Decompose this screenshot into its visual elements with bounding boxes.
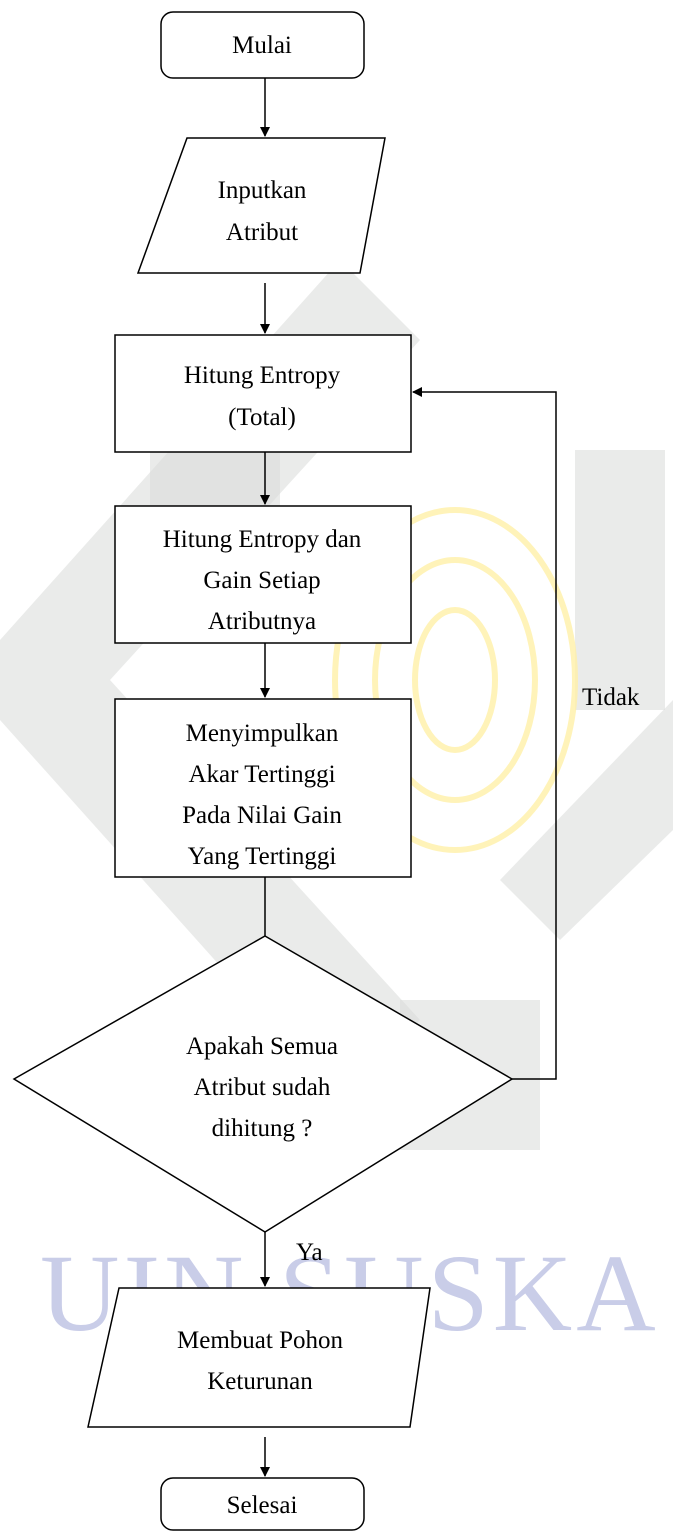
edge-label-tidak: Tidak — [582, 684, 640, 711]
node-entropy-gain-line-1: Hitung Entropy dan — [163, 526, 362, 553]
node-output-line-2: Keturunan — [207, 1368, 313, 1395]
node-conclude: Menyimpulkan Akar Tertinggi Pada Nilai G… — [114, 698, 412, 878]
node-start: Mulai — [160, 11, 365, 79]
node-input-line-2: Atribut — [226, 219, 298, 246]
node-end: Selesai — [160, 1477, 365, 1531]
node-decision: Apakah Semua Atribut sudah dihitung ? — [12, 935, 514, 1233]
edge-decision-no-loop — [412, 387, 557, 1080]
node-conclude-line-4: Yang Tertinggi — [188, 843, 337, 870]
node-conclude-line-2: Akar Tertinggi — [188, 761, 335, 788]
watermark-logo — [332, 507, 578, 853]
node-end-label: Selesai — [227, 1492, 298, 1519]
node-input-line-1: Inputkan — [218, 177, 307, 204]
node-input: Inputkan Atribut — [136, 137, 386, 274]
node-decision-line-1: Apakah Semua — [186, 1033, 338, 1060]
node-entropy-gain: Hitung Entropy dan Gain Setiap Atributny… — [114, 505, 412, 644]
edge-label-ya: Ya — [296, 1239, 323, 1266]
watermark-right-chevron — [500, 700, 673, 940]
node-conclude-line-3: Pada Nilai Gain — [182, 802, 342, 829]
node-output: Membuat Pohon Keturunan — [87, 1287, 431, 1428]
node-entropy-total-line-2: (Total) — [228, 404, 296, 431]
node-output-line-1: Membuat Pohon — [177, 1327, 343, 1354]
node-conclude-line-1: Menyimpulkan — [186, 720, 339, 747]
node-entropy-gain-line-3: Atributnya — [208, 608, 316, 635]
node-entropy-gain-line-2: Gain Setiap — [203, 567, 320, 594]
node-start-label: Mulai — [232, 32, 292, 59]
watermark-block-right — [575, 450, 665, 710]
node-entropy-total-line-1: Hitung Entropy — [184, 362, 341, 389]
node-entropy-total: Hitung Entropy (Total) — [114, 334, 412, 453]
node-decision-line-3: dihitung ? — [212, 1115, 313, 1142]
node-decision-line-2: Atribut sudah — [194, 1074, 331, 1101]
